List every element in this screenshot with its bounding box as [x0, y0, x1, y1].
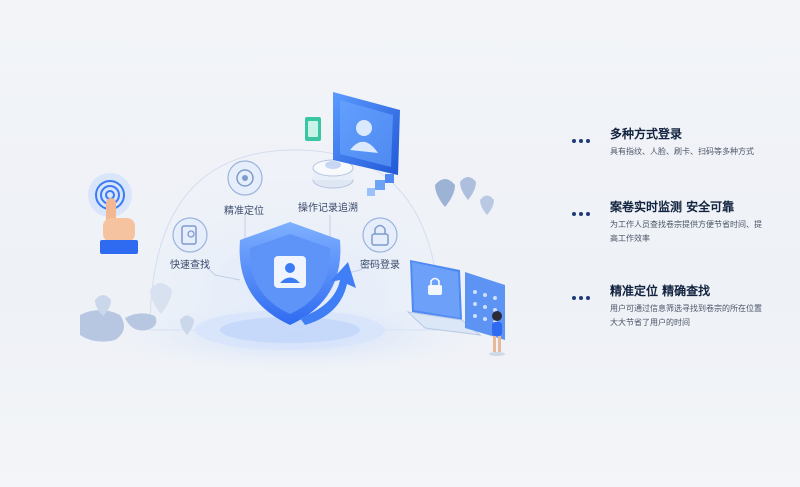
label-password-login: 密码登录 — [360, 260, 400, 271]
bullet-dots-icon — [572, 296, 590, 300]
fingerprint-hand-icon — [88, 173, 138, 254]
target-icon — [227, 160, 263, 196]
laptop-icon — [406, 260, 505, 340]
record-icon — [312, 159, 354, 189]
feature-description: 为工作人员查找卷宗提供方便节省时间、提 高工作效率 — [610, 220, 762, 243]
feature-title: 多种方式登录 — [610, 127, 683, 141]
person-figure-icon — [489, 311, 505, 356]
label-precise-locate: 精准定位 — [224, 206, 264, 217]
bullet-dots-icon — [572, 212, 590, 216]
location-pin-icon — [435, 177, 494, 215]
world-map-icon — [80, 283, 194, 342]
feature-title: 案卷实时监测 安全可靠 — [610, 200, 735, 214]
feature-title: 精准定位 精确查找 — [610, 284, 711, 298]
shield-icon — [239, 222, 341, 325]
face-scan-monitor-icon — [305, 92, 400, 175]
bullet-dots-icon — [572, 139, 590, 143]
data-cubes-icon — [367, 174, 394, 196]
arrow-icon — [300, 262, 356, 325]
feature-description: 具有指纹、人脸、刷卡、扫码等多种方式 — [610, 147, 754, 156]
label-operation-trace: 操作记录追溯 — [298, 203, 358, 214]
lock-icon — [362, 217, 398, 253]
label-quick-find: 快速查找 — [170, 260, 210, 271]
search-document-icon — [172, 217, 208, 253]
feature-description: 用户可通过信息筛选寻找到卷宗的所在位置 大大节省了用户的时间 — [610, 304, 762, 327]
